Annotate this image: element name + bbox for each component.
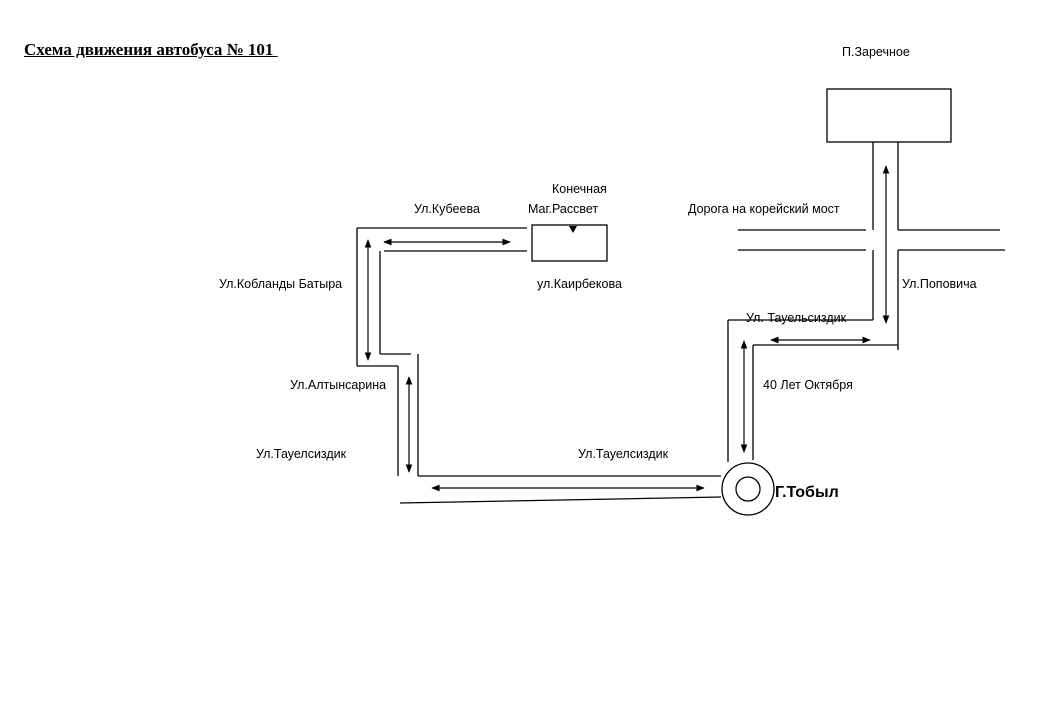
left-loop-roads [356, 227, 722, 504]
label-city: Г.Тобыл [775, 484, 839, 501]
label-tauelsizdik-left: Ул.Тауелсиздик [256, 447, 347, 461]
label-kubeeva: Ул.Кубеева [414, 202, 480, 216]
label-zarechnoe: П.Заречное [842, 45, 910, 59]
label-mag-rassvet: Маг.Рассвет [528, 202, 598, 216]
label-kairbekova: ул.Каирбекова [537, 277, 622, 291]
roundabout-inner [735, 476, 761, 502]
terminal-marker-icon [569, 226, 577, 233]
label-kobland-batyra: Ул.Кобланды Батыра [219, 277, 342, 291]
roundabout-outer [721, 462, 775, 516]
label-tauelsizdik-right: Ул. Тауельсиздик [746, 311, 847, 325]
right-roads [727, 142, 1005, 462]
label-altynsarina: Ул.Алтынсарина [290, 378, 386, 392]
terminal-box [531, 224, 608, 262]
label-oktyabrya: 40 Лет Октября [763, 378, 853, 392]
page-title: Схема движения автобуса № 101 [24, 40, 278, 59]
label-korean-bridge-road: Дорога на корейский мост [688, 202, 840, 216]
label-popovicha: Ул.Поповича [902, 277, 977, 291]
label-konechnaya: Конечная [552, 182, 607, 196]
label-tauelsizdik-mid: Ул.Тауелсиздик [578, 447, 669, 461]
zarechnoe-box [826, 88, 952, 143]
